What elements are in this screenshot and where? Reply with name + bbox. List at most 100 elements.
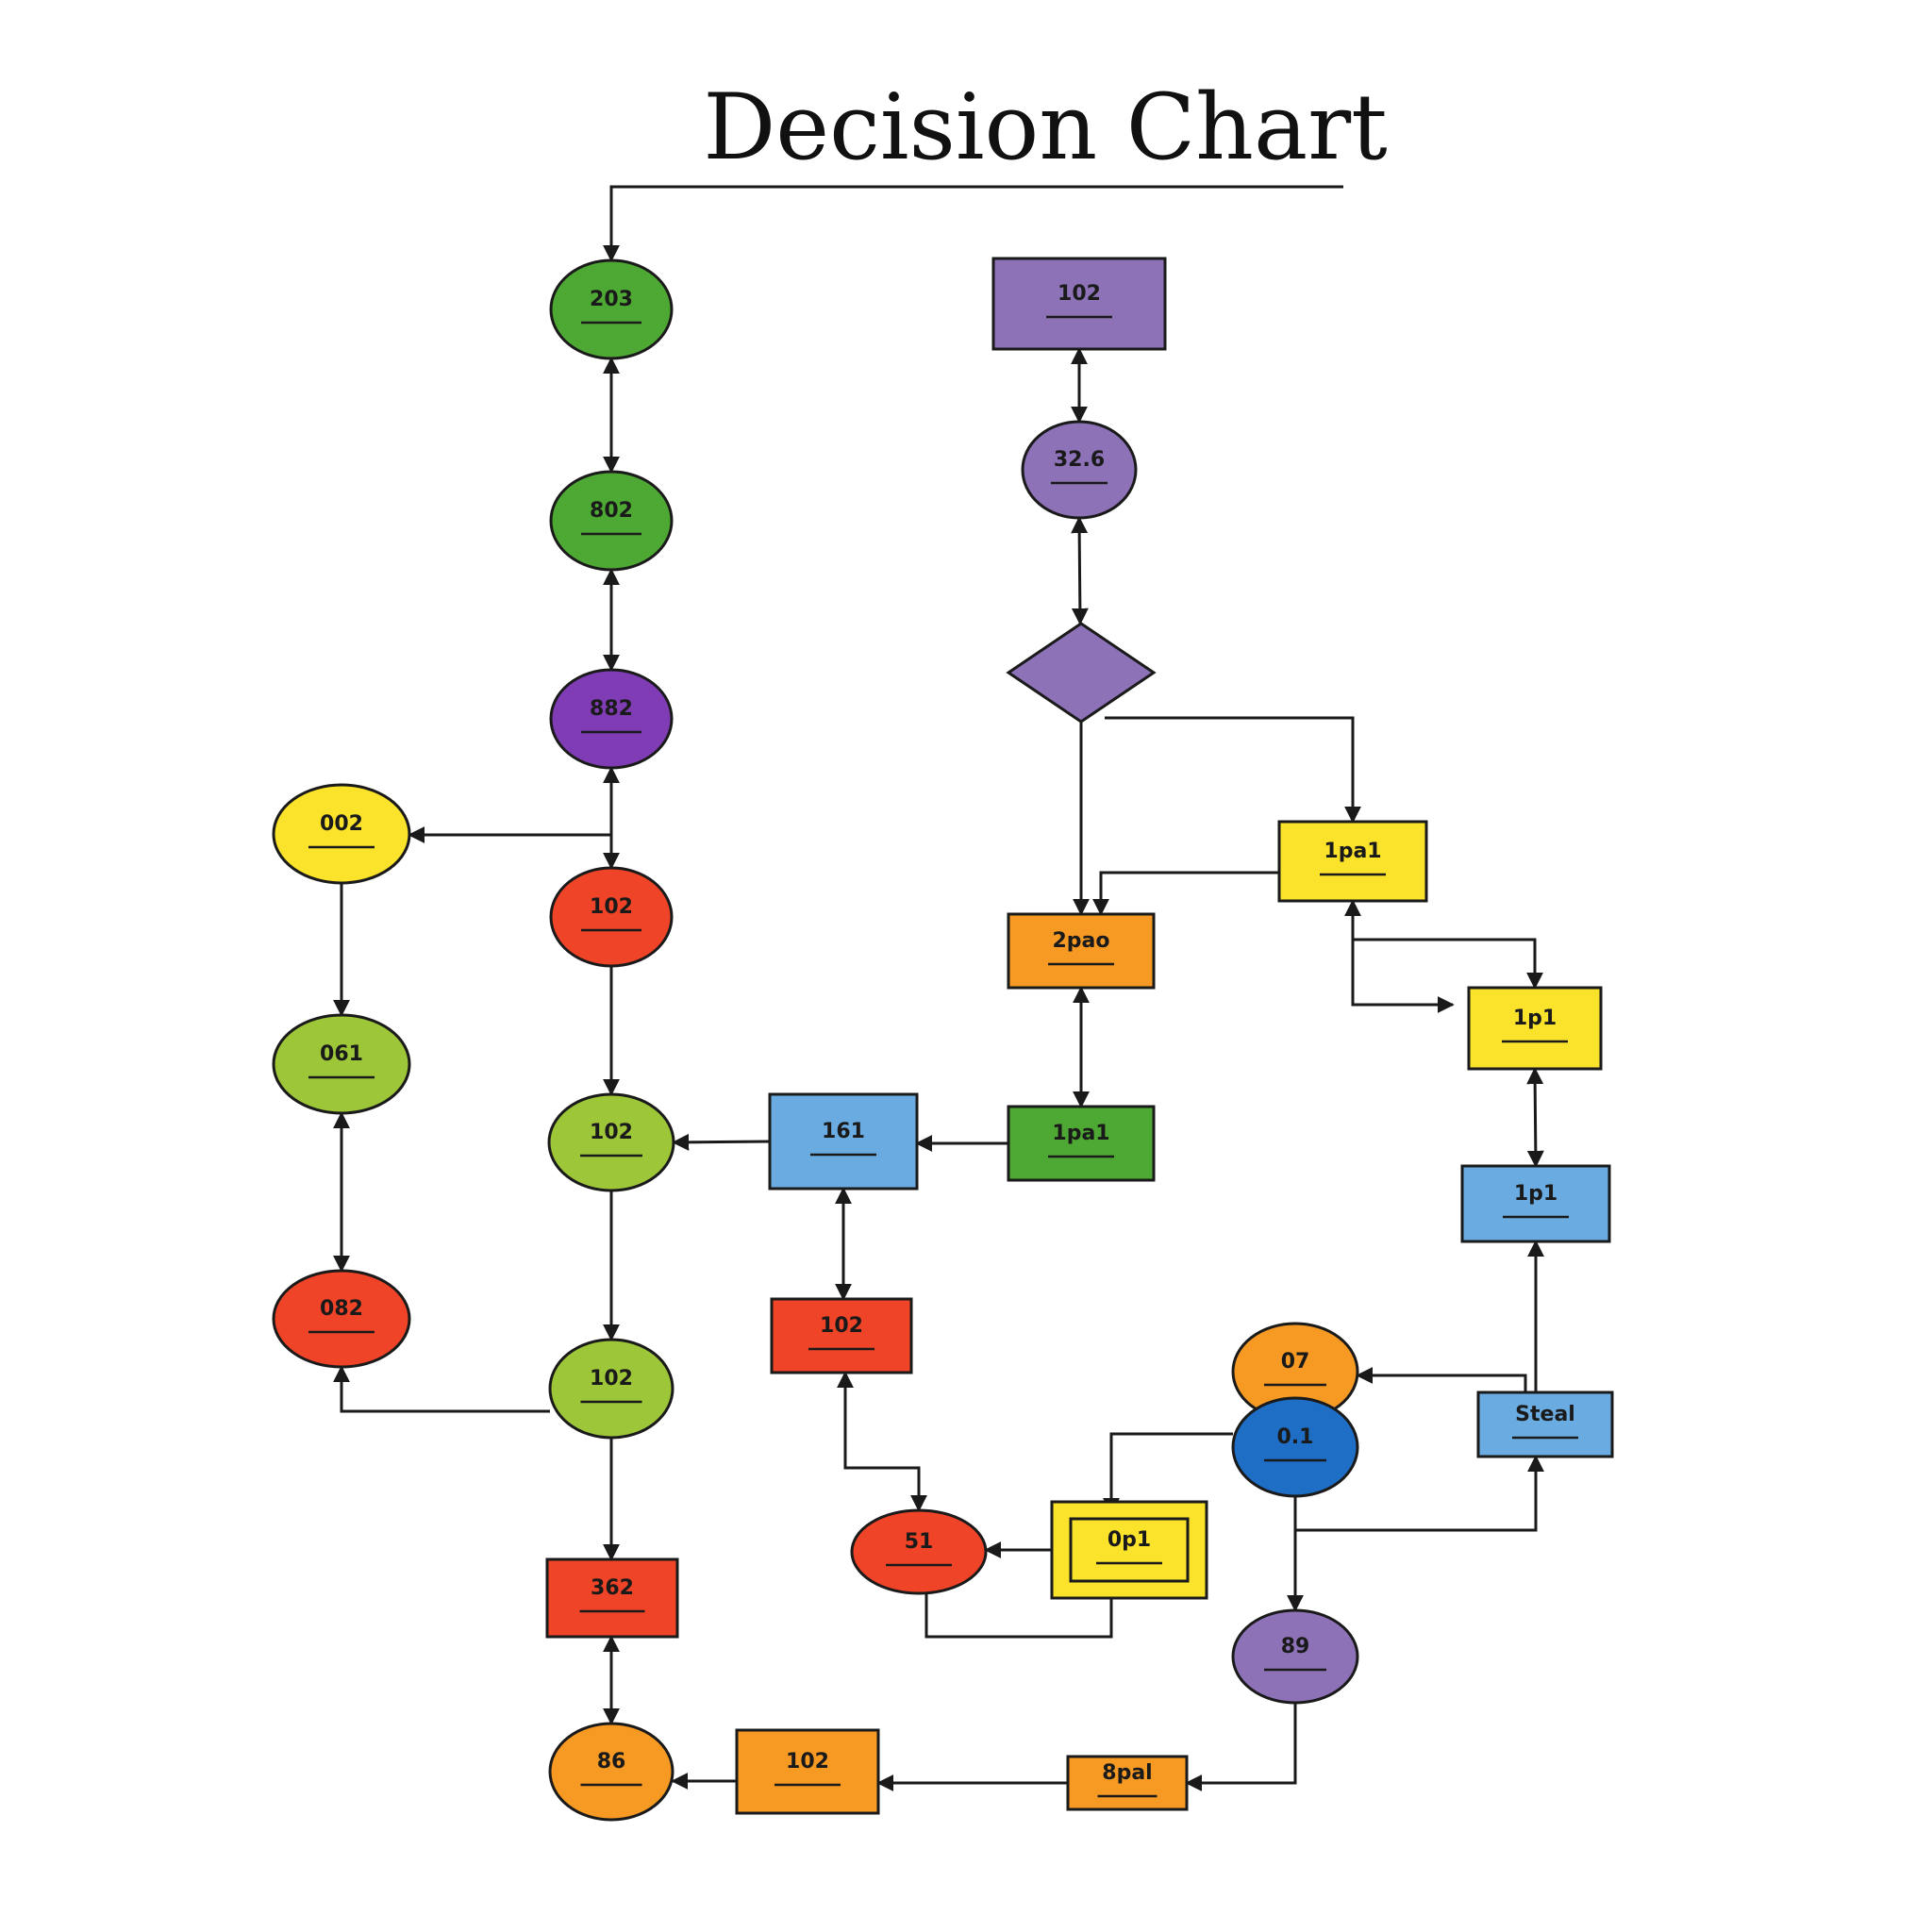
node-ndiamond — [1006, 622, 1157, 724]
node-label: 161 — [822, 1120, 865, 1143]
node-shape-diamond — [1006, 622, 1157, 724]
node-n01: 0.1 — [1231, 1396, 1359, 1498]
node-n102o: 102 — [735, 1728, 880, 1815]
node-label: 882 — [590, 697, 633, 721]
node-shape-rect — [1476, 1391, 1614, 1458]
node-shape-ellipse — [549, 866, 674, 968]
node-n362: 362 — [545, 1557, 679, 1639]
node-shape-ellipse — [549, 258, 674, 360]
node-shape-ellipse — [272, 1269, 411, 1369]
node-label: 86 — [597, 1750, 626, 1774]
node-label: 2pao — [1052, 929, 1109, 953]
edge-102lime2-082 — [333, 1365, 550, 1413]
node-label: 002 — [320, 812, 363, 836]
node-shape-rect — [545, 1557, 679, 1639]
node-shape-ellipse — [548, 1338, 675, 1440]
node-n082: 082 — [272, 1269, 411, 1369]
node-n002: 002 — [272, 783, 411, 885]
node-n51: 51 — [850, 1508, 988, 1595]
node-shape-rect — [735, 1728, 880, 1815]
node-label: 07 — [1281, 1350, 1310, 1374]
node-label: 102 — [786, 1750, 829, 1774]
node-label: 1p1 — [1514, 1182, 1557, 1206]
node-n8pal: 8pal — [1066, 1755, 1189, 1811]
node-label: 102 — [590, 1121, 633, 1144]
node-label: 1pa1 — [1052, 1122, 1109, 1145]
edge-steal-07 — [1356, 1367, 1527, 1392]
node-n0p1: 0p1 — [1050, 1500, 1208, 1600]
node-n86: 86 — [548, 1722, 675, 1822]
node-n102red: 102 — [549, 866, 674, 968]
node-n1pa1y: 1pa1 — [1277, 820, 1428, 903]
node-shape-ellipse — [548, 1722, 675, 1822]
node-n1p1y: 1p1 — [1467, 986, 1603, 1071]
node-label: 8pal — [1102, 1761, 1152, 1785]
node-shape-ellipse — [547, 1092, 675, 1192]
node-n102top: 102 — [991, 257, 1167, 351]
node-label: 51 — [905, 1530, 934, 1554]
node-n89: 89 — [1231, 1608, 1359, 1705]
node-n882: 882 — [549, 668, 674, 770]
node-inner-frame — [1069, 1517, 1190, 1583]
node-n2pao: 2pao — [1007, 912, 1156, 990]
node-label: 0.1 — [1277, 1425, 1314, 1449]
node-n161: 161 — [768, 1092, 919, 1191]
node-label: 1p1 — [1513, 1007, 1557, 1030]
node-n1p1b: 1p1 — [1460, 1164, 1611, 1243]
edge-branch-1p1y — [1351, 940, 1455, 1013]
edge-1pa1y-2pao — [1092, 871, 1279, 916]
node-shape-ellipse — [272, 783, 411, 885]
node-shape-ellipse — [1231, 1396, 1359, 1498]
chart-title: Decision Chart — [703, 75, 1387, 180]
edge-161-102lime1 — [672, 1133, 771, 1151]
node-n102rr: 102 — [770, 1297, 913, 1374]
node-shape-rect — [1467, 986, 1603, 1071]
edge-102rr-51 — [837, 1371, 927, 1512]
node-shape-rect — [991, 257, 1167, 351]
node-n203: 203 — [549, 258, 674, 360]
node-shape-rect — [1007, 912, 1156, 990]
node-n102lime2: 102 — [548, 1338, 675, 1440]
node-nsteal: Steal — [1476, 1391, 1614, 1458]
edge-title-203 — [603, 185, 1343, 262]
node-shape-rect — [1007, 1105, 1156, 1182]
node-label: 102 — [590, 895, 633, 919]
node-shape-ellipse — [272, 1013, 411, 1115]
node-n061: 061 — [272, 1013, 411, 1115]
connector-lines — [333, 185, 1544, 1791]
edge-01-0p1 — [1103, 1432, 1233, 1515]
node-n326: 32.6 — [1021, 420, 1138, 520]
node-shape-rect — [768, 1092, 919, 1191]
node-n07: 07 — [1231, 1322, 1359, 1422]
node-label: 102 — [590, 1367, 633, 1391]
node-shape-ellipse — [549, 668, 674, 770]
edge-0p1-51-loop — [924, 1593, 1113, 1639]
node-label: 102 — [820, 1314, 863, 1338]
edge-326-diamond — [1071, 516, 1089, 625]
node-label: 89 — [1281, 1635, 1310, 1658]
node-label: 1pa1 — [1324, 840, 1381, 863]
edge-1pa1y-1p1y — [1344, 899, 1543, 990]
node-n1pa1g: 1pa1 — [1007, 1105, 1156, 1182]
node-shape-ellipse — [1021, 420, 1138, 520]
node-label: 362 — [591, 1576, 634, 1600]
node-shape-ellipse — [549, 470, 674, 572]
node-label: 082 — [320, 1297, 363, 1321]
diagram-nodes: 203 802 882 002 102 061 102 082 102 362 86 102 32.6 1… — [272, 257, 1614, 1822]
node-shape-rect — [1066, 1755, 1189, 1811]
edge-89-8pal — [1185, 1703, 1297, 1791]
node-n802a: 802 — [549, 470, 674, 572]
node-label: Steal — [1515, 1403, 1575, 1426]
node-label: 32.6 — [1054, 448, 1105, 472]
node-label: 102 — [1058, 282, 1101, 306]
node-shape-rect — [1277, 820, 1428, 903]
node-label: 203 — [590, 288, 633, 311]
node-shape-ellipse — [850, 1508, 988, 1595]
node-n102lime1: 102 — [547, 1092, 675, 1192]
edge-1p1y-1p1b — [1526, 1067, 1544, 1168]
node-label: 0p1 — [1108, 1528, 1151, 1552]
node-label: 061 — [320, 1042, 363, 1066]
node-label: 802 — [590, 499, 633, 523]
edge-1pa1y-diamond — [1105, 716, 1361, 824]
